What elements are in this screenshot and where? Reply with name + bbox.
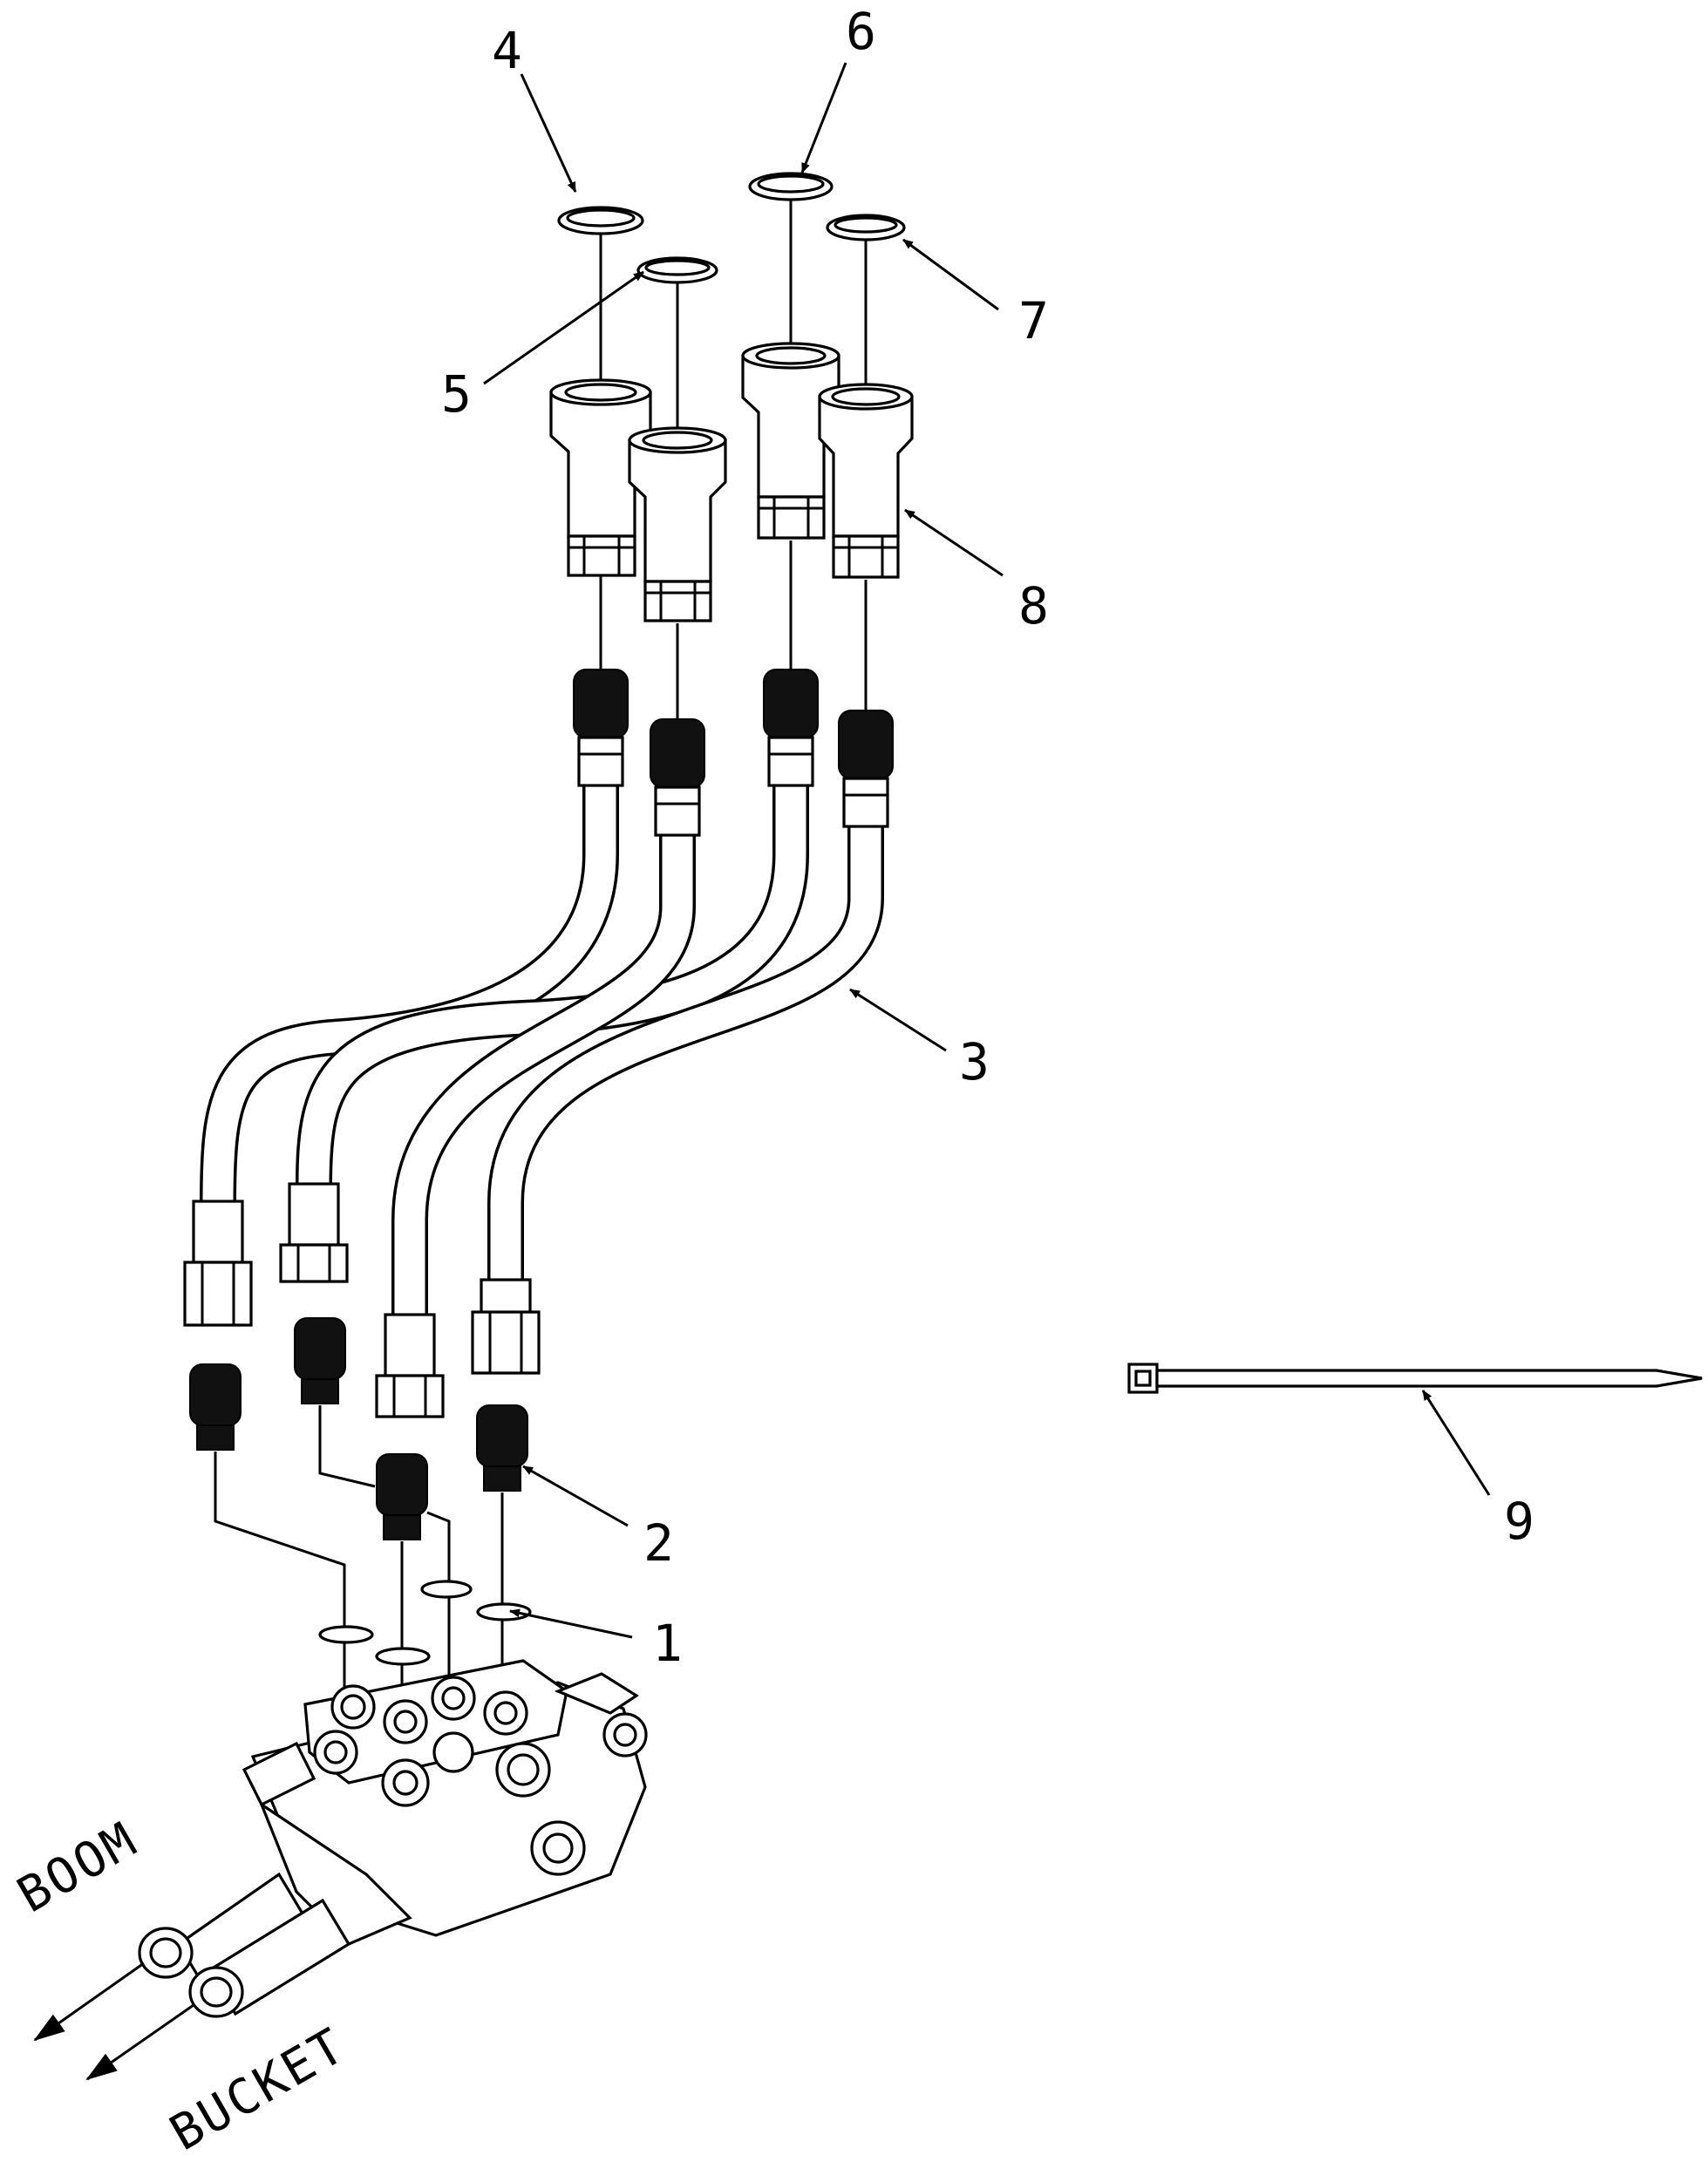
callout-9: 9 — [1504, 1492, 1534, 1551]
control-valve — [138, 1659, 648, 2018]
callout-4: 4 — [492, 21, 522, 80]
o-ring — [420, 1580, 473, 1599]
callout-6: 6 — [846, 2, 876, 61]
swivel-adapter-3 — [741, 342, 840, 540]
hose-bottom-fittings — [183, 1182, 541, 1418]
callout-8: 8 — [1018, 576, 1049, 636]
male-adapters — [189, 1317, 528, 1540]
callout-leaders — [483, 62, 1491, 1639]
o-rings — [318, 1580, 532, 1666]
o-ring — [318, 1625, 374, 1644]
assembly-lines-lower — [214, 1405, 504, 1709]
boom-label: BOOM — [9, 1811, 148, 1924]
swivel-adapter-2 — [628, 426, 727, 622]
bucket-label: BUCKET — [161, 2017, 356, 2162]
callout-5: 5 — [441, 364, 472, 424]
callout-7: 7 — [1018, 291, 1049, 350]
cable-tie — [1127, 1363, 1703, 1394]
o-ring — [476, 1602, 532, 1622]
o-ring — [375, 1647, 431, 1666]
flow-direction-arrows — [33, 1961, 194, 2081]
callout-3: 3 — [959, 1032, 990, 1091]
swivel-adapter-4 — [818, 383, 914, 579]
assembly-lines-upper — [599, 200, 868, 724]
seal-rings-top — [557, 172, 906, 284]
swivel-adapter-1 — [549, 378, 652, 577]
callout-2: 2 — [643, 1513, 674, 1573]
callout-1: 1 — [652, 1614, 683, 1673]
hose-top-fittings — [573, 669, 894, 837]
hydraulic-hoses — [200, 766, 884, 1343]
